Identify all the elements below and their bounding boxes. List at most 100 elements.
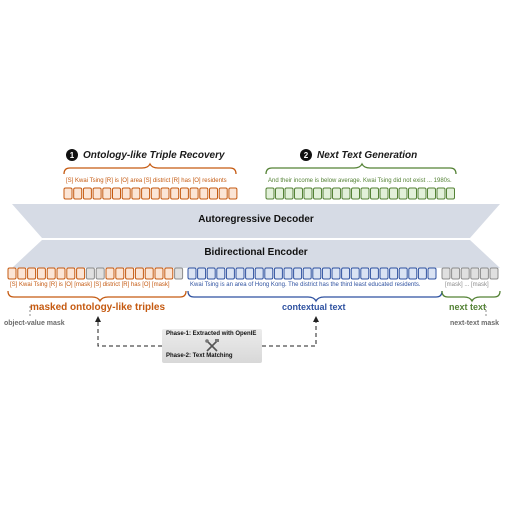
triple-token — [179, 187, 189, 200]
decoder-band — [12, 204, 500, 238]
context-sequence-text: Kwai Tsing is an area of Hong Kong. The … — [190, 282, 421, 288]
next-text-token — [322, 187, 332, 200]
triple-token — [92, 187, 102, 200]
dashed-connector-left — [97, 320, 162, 347]
next-mask-token — [451, 267, 461, 280]
next-text-brace-bottom — [441, 290, 501, 303]
masked-triple-token — [134, 267, 144, 280]
masked-triple-token — [17, 267, 27, 280]
encoder-label: Bidirectional Encoder — [204, 247, 308, 258]
triple-sequence-text: [S] Kwai Tsing [R] is [O] area [S] distr… — [66, 178, 227, 184]
masked-triple-token — [7, 267, 17, 280]
triple-token — [228, 187, 238, 200]
context-token — [331, 267, 341, 280]
masked-triple-token-row — [7, 267, 184, 280]
next-mask-token — [441, 267, 451, 280]
masked-triple-token — [36, 267, 46, 280]
next-text-token — [379, 187, 389, 200]
triple-token — [63, 187, 73, 200]
next-text-token — [275, 187, 284, 200]
context-token — [360, 267, 370, 280]
context-token — [206, 267, 216, 280]
next-mask-token — [470, 267, 480, 280]
context-token — [254, 267, 264, 280]
context-token — [369, 267, 379, 280]
triple-token — [170, 187, 180, 200]
next-mask-token-row — [441, 267, 499, 280]
context-token — [341, 267, 351, 280]
triple-token — [218, 187, 228, 200]
masked-triple-token — [56, 267, 66, 280]
masked-triples-label: masked ontology-like triples — [30, 302, 166, 313]
step-1-badge: 1 — [66, 149, 78, 161]
context-token — [235, 267, 245, 280]
contextual-text-label: contextual text — [282, 302, 346, 312]
context-token — [427, 267, 437, 280]
step-2-badge: 2 — [300, 149, 312, 161]
next-text-token — [332, 187, 341, 200]
triple-token — [150, 187, 160, 200]
task-triple-recovery-heading: 1 Ontology-like Triple Recovery — [66, 149, 225, 161]
context-token — [293, 267, 303, 280]
next-text-token — [265, 187, 275, 200]
task-next-text-heading: 2 Next Text Generation — [300, 149, 417, 161]
masked-triples-brace — [7, 290, 187, 303]
context-token — [283, 267, 293, 280]
triple-token — [82, 187, 92, 200]
masked-triple-token — [164, 267, 174, 280]
next-mask-token — [479, 267, 489, 280]
next-text-token — [351, 187, 360, 200]
next-text-sequence-text: And their income is below average. Kwai … — [268, 178, 452, 184]
next-text-token — [389, 187, 398, 200]
next-text-brace — [265, 162, 457, 175]
contextual-text-brace — [187, 290, 443, 303]
object-value-mask-note: object-value mask — [4, 320, 65, 327]
next-mask-token — [460, 267, 470, 280]
dashed-connector-right — [262, 320, 317, 347]
context-token — [187, 267, 197, 280]
context-token — [264, 267, 274, 280]
next-mask-sequence-text: [mask] ... [mask] — [445, 282, 489, 288]
next-text-token — [417, 187, 427, 200]
context-token — [408, 267, 418, 280]
next-text-token — [294, 187, 303, 200]
next-text-token-row — [265, 187, 455, 200]
context-token — [379, 267, 389, 280]
next-text-mask-note: next-text mask — [450, 320, 500, 327]
triple-token-row — [63, 187, 238, 200]
masked-triple-sequence-text: [S] Kwai Tsing [R] is [O] [mask] [S] dis… — [10, 282, 170, 288]
masked-triple-token — [76, 267, 86, 280]
triple-token — [209, 187, 218, 200]
masked-triple-token — [115, 267, 125, 280]
triple-token — [121, 187, 131, 200]
context-token — [245, 267, 255, 280]
context-token — [417, 267, 427, 280]
phase-2-text: Phase-2: Text Matching — [166, 353, 233, 359]
phase-1-text: Phase-1: Extracted with OpenIE — [166, 331, 257, 337]
triple-token — [73, 187, 83, 200]
context-token — [273, 267, 283, 280]
masked-triple-token — [85, 267, 95, 280]
context-token — [321, 267, 331, 280]
masked-triple-token — [46, 267, 56, 280]
next-text-token — [446, 187, 455, 200]
next-mask-token — [489, 267, 499, 280]
next-text-token — [370, 187, 379, 200]
triple-token — [112, 187, 121, 200]
encoder-band — [12, 240, 500, 268]
masked-triple-token — [144, 267, 154, 280]
triple-token — [102, 187, 112, 200]
masked-triple-token — [125, 267, 135, 280]
next-text-token — [341, 187, 351, 200]
triple-recovery-brace — [63, 162, 237, 175]
triple-token — [141, 187, 151, 200]
context-token — [312, 267, 322, 280]
masked-triple-token — [105, 267, 115, 280]
next-text-label: next text — [449, 302, 487, 312]
masked-triple-token — [154, 267, 164, 280]
context-token — [389, 267, 399, 280]
next-text-token — [398, 187, 408, 200]
next-text-token — [360, 187, 370, 200]
context-token — [302, 267, 312, 280]
